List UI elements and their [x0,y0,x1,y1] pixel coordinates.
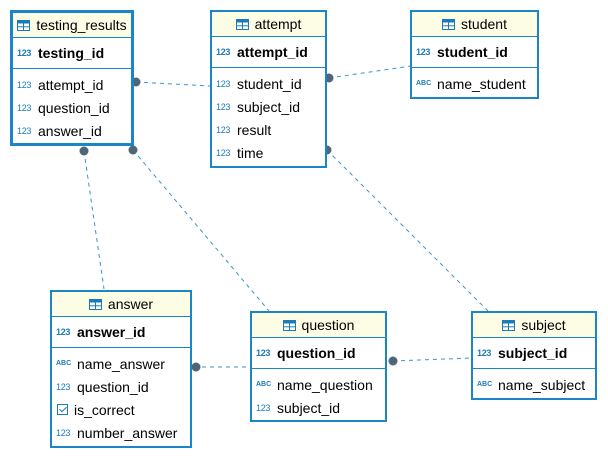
link-testing-results-answer [83,150,105,290]
column-name: name_question [277,376,373,393]
numeric-type-icon: 123 [216,101,231,112]
column-row[interactable]: ABC name_subject [473,373,595,396]
column-row[interactable]: 123 subject_id [212,95,325,118]
table-icon [88,298,102,310]
column-row[interactable]: 123 student_id [212,72,325,95]
entity-title: testing_results [36,17,127,33]
column-name: question_id [277,345,356,361]
column-name: time [237,144,264,161]
column-name: attempt_id [38,76,104,93]
numeric-pk-icon: 123 [216,47,231,57]
text-type-icon: ABC [416,79,432,87]
column-name: subject_id [277,399,341,416]
entity-attempt[interactable]: attempt 123 attempt_id 123 student_id 123… [210,10,327,168]
link-attempt-subject [326,149,489,312]
numeric-type-icon: 123 [56,427,71,438]
numeric-pk-icon: 123 [56,327,71,337]
entity-title: subject [521,317,566,333]
primary-key-row[interactable]: 123 question_id [252,338,385,369]
primary-key-row[interactable]: 123 attempt_id [212,37,325,68]
column-name: attempt_id [237,44,308,60]
column-name: question_id [77,378,149,395]
entity-student[interactable]: student 123 student_id ABC name_student [410,10,539,99]
column-row[interactable]: 123 number_answer [52,421,190,444]
primary-key-row[interactable]: 123 student_id [412,37,537,68]
checkbox-type-icon [57,404,68,415]
entity-header[interactable]: subject [473,313,595,338]
numeric-pk-icon: 123 [416,47,431,57]
entity-title: question [301,317,355,333]
numeric-type-icon: 123 [17,125,32,136]
numeric-type-icon: 123 [216,78,231,89]
link-testing-results-attempt [135,81,211,87]
entity-title: attempt [254,16,302,32]
numeric-type-icon: 123 [216,124,231,135]
column-row[interactable]: 123 result [212,118,325,141]
column-row[interactable]: 123 question_id [52,375,190,398]
column-row[interactable]: 123 attempt_id [13,73,131,96]
column-row[interactable]: 123 answer_id [13,119,131,142]
numeric-type-icon: 123 [17,102,32,113]
text-type-icon: ABC [56,359,72,367]
numeric-type-icon: 123 [256,402,271,413]
column-row[interactable]: is_correct [52,398,190,421]
table-icon [502,319,516,331]
column-name: testing_id [38,45,105,61]
entity-header[interactable]: question [252,313,385,338]
column-name: subject_id [237,98,301,115]
entity-question[interactable]: question 123 question_id ABC name_questio… [250,311,387,422]
table-icon [17,19,31,31]
entity-subject[interactable]: subject 123 subject_id ABC name_subject [471,311,597,400]
column-name: answer_id [77,324,146,340]
column-name: name_subject [498,376,586,393]
column-name: result [237,121,272,138]
numeric-type-icon: 123 [216,147,231,158]
table-icon [282,319,296,331]
column-name: subject_id [498,345,568,361]
table-icon [442,18,456,30]
column-row[interactable]: ABC name_student [412,72,537,95]
link-question-subject [392,357,472,362]
numeric-type-icon: 123 [17,79,32,90]
numeric-pk-icon: 123 [256,348,271,358]
entity-header[interactable]: answer [52,292,190,317]
entity-header[interactable]: attempt [212,12,325,37]
entity-header[interactable]: testing_results [13,13,131,38]
column-name: answer_id [38,122,102,139]
primary-key-row[interactable]: 123 subject_id [473,338,595,369]
column-row[interactable]: 123 time [212,141,325,164]
column-name: name_answer [77,355,165,372]
text-type-icon: ABC [477,380,493,388]
entity-testing-results[interactable]: testing_results 123 testing_id 123 attemp… [10,10,134,146]
link-endpoint [128,145,138,155]
column-name: is_correct [74,401,135,418]
column-name: name_student [437,75,526,92]
link-endpoint [191,362,201,372]
text-type-icon: ABC [256,380,272,388]
column-name: student_id [437,44,508,60]
primary-key-row[interactable]: 123 answer_id [52,317,190,348]
link-attempt-student [328,65,412,79]
numeric-pk-icon: 123 [17,48,32,58]
entity-header[interactable]: student [412,12,537,37]
column-name: student_id [237,75,302,92]
primary-key-row[interactable]: 123 testing_id [13,38,131,69]
entity-title: answer [107,296,154,312]
link-testing-results-question [132,149,270,312]
entity-answer[interactable]: answer 123 answer_id ABC name_answer 123 q… [50,290,192,448]
column-name: question_id [38,99,110,116]
numeric-pk-icon: 123 [477,348,492,358]
column-name: number_answer [77,424,178,441]
entity-title: student [461,16,507,32]
column-row[interactable]: 123 subject_id [252,396,385,419]
link-endpoint [388,356,398,366]
column-row[interactable]: ABC name_answer [52,352,190,375]
column-row[interactable]: 123 question_id [13,96,131,119]
link-endpoint [79,146,89,156]
table-icon [235,18,249,30]
column-row[interactable]: ABC name_question [252,373,385,396]
numeric-type-icon: 123 [56,381,71,392]
